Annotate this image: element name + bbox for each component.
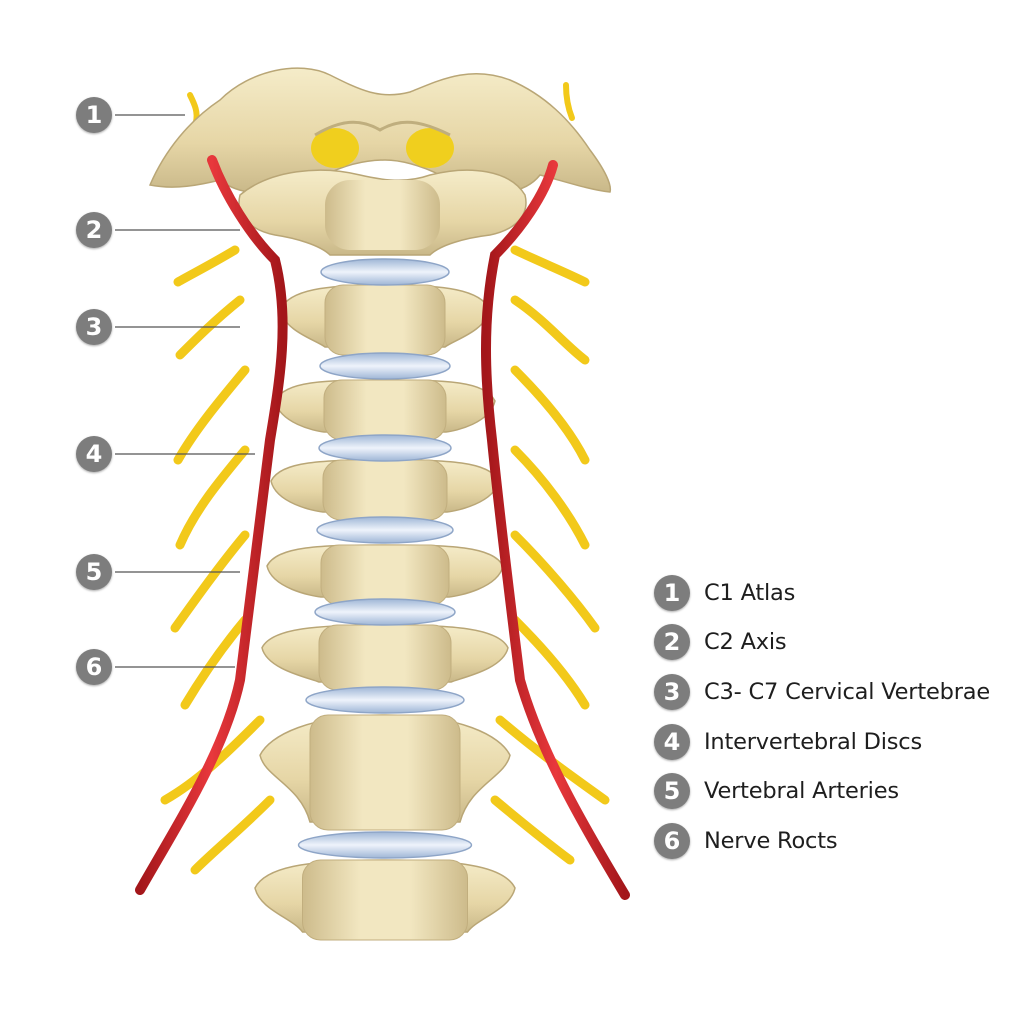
nerve-roots <box>160 82 610 875</box>
legend-number: 5 <box>654 773 690 810</box>
c1-atlas <box>148 67 612 194</box>
vertebral-body <box>323 379 447 441</box>
legend-label: C1 Atlas <box>704 579 796 606</box>
intervertebral-disc <box>314 598 456 626</box>
vertebral-body <box>302 859 468 941</box>
legend-item-nerve-roots: 6 Nerve Rocts <box>654 816 1024 866</box>
callout-6: 6 <box>76 649 112 685</box>
intervertebral-disc <box>319 352 451 380</box>
leader-lines <box>115 114 255 668</box>
legend-label: Intervertebral Discs <box>704 728 923 755</box>
legend-label: C3- C7 Cervical Vertebrae <box>704 678 990 705</box>
vertebral-body <box>318 624 452 691</box>
legend-label: C2 Axis <box>704 629 787 656</box>
legend-item-cervical-vertebrae: 3 C3- C7 Cervical Vertebrae <box>654 667 1024 717</box>
vertebral-body <box>320 544 450 606</box>
legend: 1 C1 Atlas 2 C2 Axis 3 C3- C7 Cervical V… <box>654 568 1024 866</box>
legend-label: Nerve Rocts <box>704 827 838 854</box>
callout-3: 3 <box>76 309 112 345</box>
vertebral-body <box>324 284 446 356</box>
intervertebral-disc <box>305 686 465 714</box>
c2-axis <box>238 169 527 256</box>
cervical-vertebrae <box>254 258 516 941</box>
legend-item-vertebral-arteries: 5 Vertebral Arteries <box>654 766 1024 816</box>
legend-item-intervertebral-discs: 4 Intervertebral Discs <box>654 717 1024 767</box>
vertebral-body <box>322 459 448 521</box>
legend-number: 3 <box>654 673 690 710</box>
intervertebral-disc <box>316 516 454 544</box>
vertebral-body <box>309 714 461 831</box>
legend-number: 2 <box>654 624 690 661</box>
intervertebral-disc <box>320 258 450 286</box>
callout-2: 2 <box>76 212 112 248</box>
intervertebral-disc <box>297 831 473 859</box>
legend-item-c2-axis: 2 C2 Axis <box>654 618 1024 668</box>
callout-4: 4 <box>76 436 112 472</box>
legend-number: 6 <box>654 822 690 859</box>
intervertebral-disc <box>318 434 452 462</box>
legend-number: 4 <box>654 723 690 760</box>
legend-item-c1-atlas: 1 C1 Atlas <box>654 568 1024 618</box>
vertebral-arteries <box>135 155 630 900</box>
callout-5: 5 <box>76 554 112 590</box>
legend-label: Vertebral Arteries <box>704 778 899 805</box>
legend-number: 1 <box>654 574 690 611</box>
callout-1: 1 <box>76 97 112 133</box>
